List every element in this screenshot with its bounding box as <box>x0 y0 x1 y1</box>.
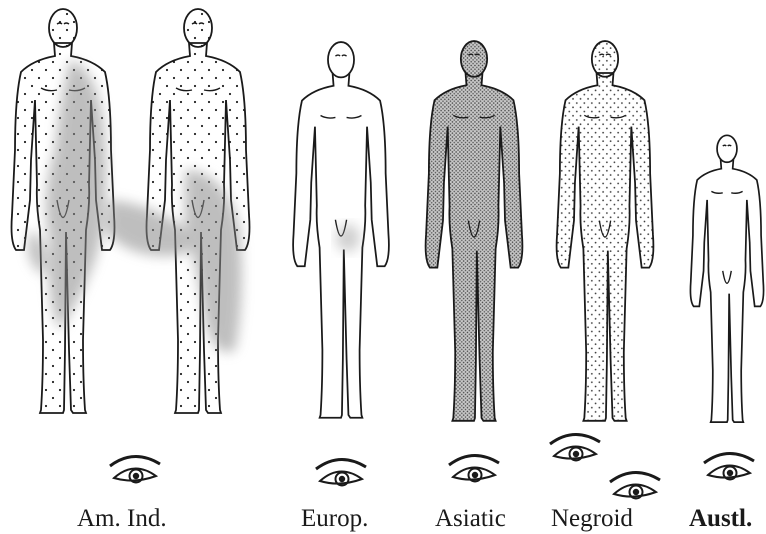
eye-negroid-lower <box>610 472 660 498</box>
label-australian: Austl. <box>689 506 752 531</box>
label-asiatic: Asiatic <box>435 506 506 531</box>
figure-negroid <box>557 41 654 421</box>
eye-european <box>316 459 366 485</box>
eye-american-indian <box>110 456 160 482</box>
eye-australian <box>704 453 754 479</box>
figure-australian <box>690 135 763 422</box>
label-american-indian: Am. Ind. <box>77 506 167 531</box>
figure-asiatic <box>426 41 523 421</box>
stain-european <box>336 224 360 252</box>
label-negroid: Negroid <box>551 506 633 531</box>
label-european: Europ. <box>301 506 368 531</box>
eye-negroid-upper <box>550 434 600 460</box>
eye-asiatic <box>449 455 499 481</box>
